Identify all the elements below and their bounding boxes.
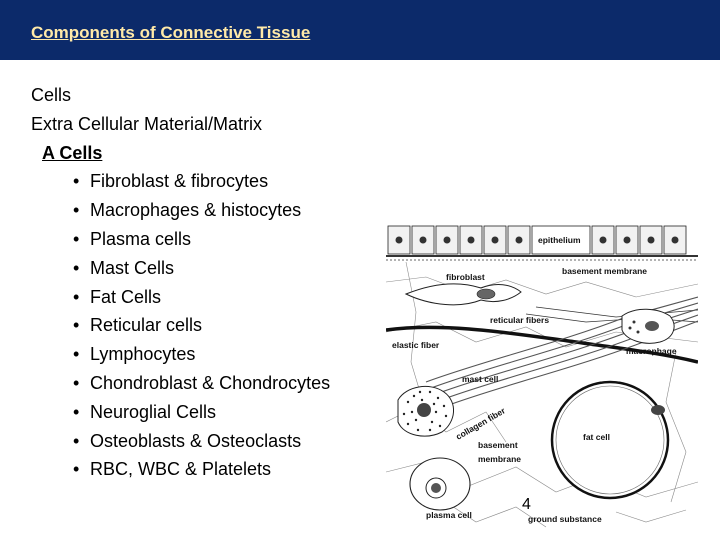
label-epithelium: epithelium (538, 235, 581, 245)
label-basement: basement (478, 440, 518, 450)
list-item: • Osteoblasts & Osteoclasts (31, 427, 330, 456)
list-item-label: RBC, WBC & Platelets (90, 459, 272, 480)
collagen-fiber (425, 296, 698, 407)
mast-cell (397, 385, 454, 437)
bullet-icon: • (73, 459, 80, 480)
label-membrane: membrane (478, 454, 521, 464)
list-item-label: Plasma cells (90, 228, 192, 249)
list-item: • Plasma cells (31, 225, 330, 254)
bullet-icon: • (73, 286, 80, 307)
fibroblast-cell (404, 283, 522, 306)
slide-body: Cells Extra Cellular Material/Matrix A C… (31, 81, 330, 484)
line-extracellular-matrix: Extra Cellular Material/Matrix (31, 113, 263, 134)
fat-cell (550, 380, 670, 500)
list-item-label: Mast Cells (90, 257, 175, 278)
list-item: • RBC, WBC & Platelets (31, 455, 330, 484)
bullet-icon: • (73, 315, 80, 336)
list-item: • Mast Cells (31, 254, 330, 283)
list-item-label: Fibroblast & fibrocytes (90, 171, 269, 192)
list-item-label: Macrophages & histocytes (90, 200, 302, 221)
basement-membrane (386, 255, 698, 261)
macrophage-cell (621, 308, 675, 344)
bullet-icon: • (73, 200, 80, 221)
label-elastic-fiber: elastic fiber (392, 340, 440, 350)
list-item-label: Neuroglial Cells (90, 401, 217, 422)
subheading-a-cells: A Cells (42, 142, 103, 163)
line-cells: Cells (31, 85, 72, 105)
list-item: • Macrophages & histocytes (31, 196, 330, 225)
epithelium-nuclei (395, 236, 679, 244)
label-mast-cell: mast cell (462, 374, 498, 384)
bullet-icon: • (73, 344, 80, 365)
list-item: • Fat Cells (31, 283, 330, 312)
label-fat-cell: fat cell (583, 432, 610, 442)
label-basement-membrane-top: basement membrane (562, 266, 647, 276)
cell-type-list: • Fibroblast & fibrocytes • Macrophages & … (31, 167, 330, 484)
label-macrophage: macrophage (626, 346, 677, 356)
list-item-label: Lymphocytes (90, 344, 196, 365)
list-item: • Neuroglial Cells (31, 398, 330, 427)
bullet-icon: • (73, 257, 80, 278)
list-item: • Chondroblast & Chondrocytes (31, 369, 330, 398)
list-item: • Reticular cells (31, 311, 330, 340)
epithelium-layer (387, 225, 687, 255)
list-item-label: Osteoblasts & Osteoclasts (90, 430, 302, 451)
list-item-label: Fat Cells (90, 286, 162, 307)
ground-substance-network (386, 261, 698, 528)
label-fibroblast: fibroblast (446, 272, 485, 282)
slide-title: Components of Connective Tissue (31, 23, 311, 42)
list-item-label: Reticular cells (90, 315, 203, 336)
bullet-icon: • (73, 228, 80, 249)
plasma-cell (409, 457, 471, 511)
bullet-icon: • (73, 430, 80, 451)
page-number: 4 (522, 496, 531, 513)
label-ground-substance: ground substance (528, 514, 602, 524)
list-item: • Lymphocytes (31, 340, 330, 369)
list-item: • Fibroblast & fibrocytes (31, 167, 330, 196)
bullet-icon: • (73, 372, 80, 393)
label-reticular-fibers: reticular fibers (490, 315, 549, 325)
connective-tissue-diagram: epithelium basement membrane fibroblast … (386, 222, 698, 532)
bullet-icon: • (73, 401, 80, 422)
bullet-icon: • (73, 171, 80, 192)
list-item-label: Chondroblast & Chondrocytes (90, 372, 331, 393)
header-bar (0, 0, 720, 60)
label-plasma-cell: plasma cell (426, 510, 472, 520)
